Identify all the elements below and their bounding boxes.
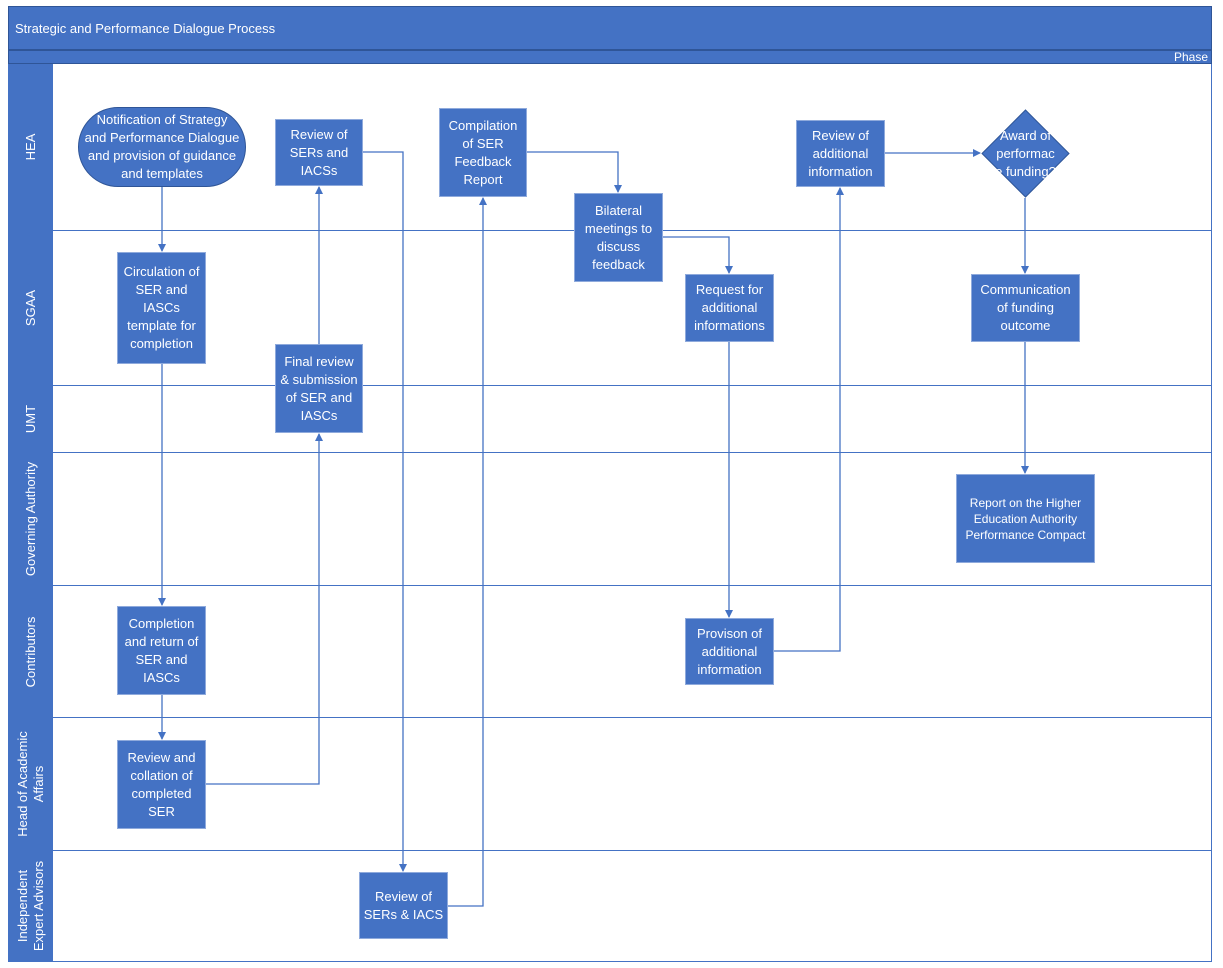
node-award-decision-label: Award of performac e funding? — [995, 127, 1056, 179]
node-provision: Provison of additional information — [685, 618, 774, 685]
lane-header-governing-authority: Governing Authority — [9, 453, 53, 585]
lane-label-hea: HEA — [23, 133, 38, 161]
lane-umt: UMT — [8, 386, 1212, 453]
diagram-title: Strategic and Performance Dialogue Proce… — [15, 21, 276, 36]
node-circulation: Circulation of SER and IASCs template fo… — [117, 252, 206, 364]
node-communication: Communication of funding outcome — [971, 274, 1080, 342]
lane-label-umt: UMT — [23, 404, 38, 434]
lane-header-hea: HEA — [9, 64, 53, 230]
diagram-title-bar: Strategic and Performance Dialogue Proce… — [8, 6, 1212, 50]
node-final-review: Final review & submission of SER and IAS… — [275, 344, 363, 433]
lane-header-head-of-academic-affairs: Head of Academic Affairs — [9, 718, 53, 850]
phase-label: Phase — [1173, 50, 1208, 64]
lane-header-umt: UMT — [9, 386, 53, 452]
lane-label-independent-expert-advisors: Independent Expert Advisors — [15, 860, 46, 952]
node-review-independent: Review of SERs & IACS — [359, 872, 448, 939]
lane-header-independent-expert-advisors: Independent Expert Advisors — [9, 851, 53, 961]
lane-label-governing-authority: Governing Authority — [23, 461, 38, 577]
lane-header-contributors: Contributors — [9, 586, 53, 717]
node-review-additional-information: Review of additional information — [796, 120, 885, 187]
node-award-decision: Award of performac e funding? — [981, 109, 1070, 198]
node-completion: Completion and return of SER and IASCs — [117, 606, 206, 695]
lane-label-sgaa: SGAA — [23, 289, 38, 327]
node-review-sers-iacss: Review of SERs and IACSs — [275, 119, 363, 186]
node-compilation: Compilation of SER Feedback Report — [439, 108, 527, 197]
lane-label-head-of-academic-affairs: Head of Academic Affairs — [15, 731, 46, 837]
lane-head-of-academic-affairs: Head of Academic Affairs — [8, 718, 1212, 851]
lane-governing-authority: Governing Authority — [8, 453, 1212, 586]
node-bilateral-meetings: Bilateral meetings to discuss feedback — [574, 193, 663, 282]
lane-contributors: Contributors — [8, 586, 1212, 718]
node-notification: Notification of Strategy and Performance… — [78, 107, 246, 187]
lane-independent-expert-advisors: Independent Expert Advisors — [8, 851, 1212, 962]
phase-bar: Phase — [8, 50, 1212, 64]
lane-label-contributors: Contributors — [23, 616, 38, 687]
node-request-additional: Request for additional informations — [685, 274, 774, 342]
lane-header-sgaa: SGAA — [9, 231, 53, 385]
node-report: Report on the Higher Education Authority… — [956, 474, 1095, 563]
lane-sgaa: SGAA — [8, 231, 1212, 386]
node-review-collation: Review and collation of completed SER — [117, 740, 206, 829]
